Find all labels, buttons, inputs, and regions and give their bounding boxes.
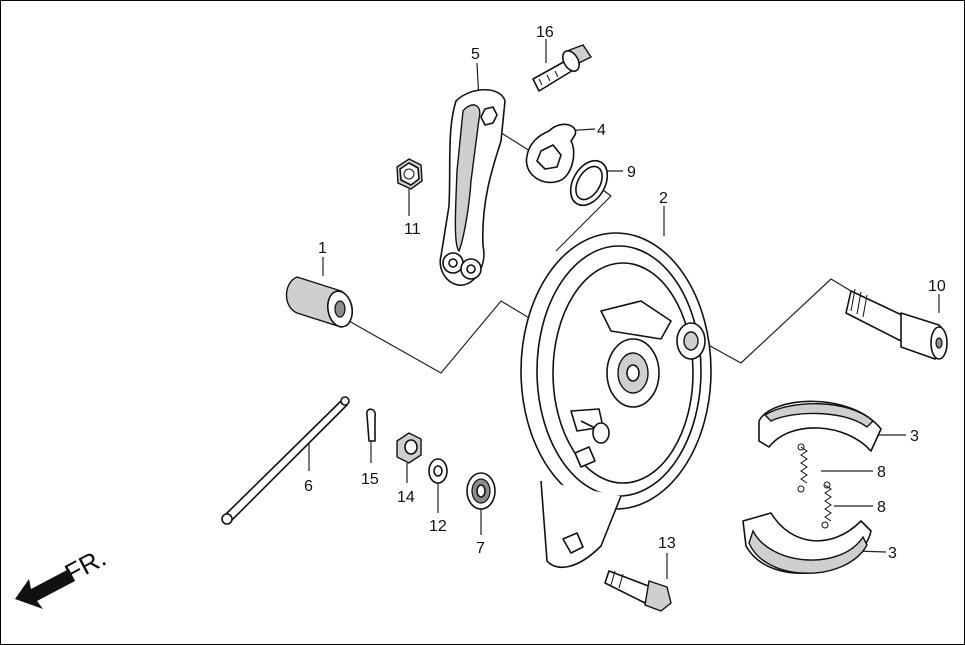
callout-15: 15 bbox=[361, 471, 379, 488]
collar-1 bbox=[285, 276, 354, 328]
callout-7: 7 bbox=[476, 540, 485, 557]
callout-3-upper: 3 bbox=[910, 428, 919, 445]
callout-16: 16 bbox=[536, 24, 554, 41]
cotter-pin-15 bbox=[366, 408, 376, 442]
o-ring-9 bbox=[569, 159, 609, 207]
washer-12 bbox=[428, 458, 448, 484]
bolt-16 bbox=[532, 44, 593, 92]
brake-rod-6 bbox=[221, 396, 350, 525]
callout-10: 10 bbox=[928, 278, 946, 295]
cam-shaft-10 bbox=[845, 288, 948, 360]
callout-1: 1 bbox=[318, 240, 327, 257]
spring-8-lower bbox=[821, 481, 832, 529]
brake-arm-5 bbox=[439, 89, 506, 286]
bearing-7 bbox=[466, 472, 496, 510]
brake-panel-2 bbox=[520, 232, 712, 568]
callout-2: 2 bbox=[659, 190, 668, 207]
callout-14: 14 bbox=[397, 489, 415, 506]
front-direction-arrow-icon bbox=[15, 569, 75, 609]
callout-labels: 1 2 3 3 4 5 6 7 8 8 9 10 11 12 13 14 15 … bbox=[304, 24, 946, 562]
spring-8-upper bbox=[797, 443, 808, 493]
callout-4: 4 bbox=[597, 122, 606, 139]
nut-11 bbox=[396, 158, 423, 190]
callout-11: 11 bbox=[404, 221, 421, 238]
callout-12: 12 bbox=[429, 518, 447, 535]
indicator-plate-4 bbox=[525, 123, 577, 184]
brake-shoe-3-upper bbox=[758, 400, 882, 452]
callout-8-lower: 8 bbox=[877, 499, 886, 516]
callout-6: 6 bbox=[304, 478, 313, 495]
nut-14 bbox=[396, 432, 422, 464]
callout-13: 13 bbox=[658, 535, 676, 552]
callout-5: 5 bbox=[471, 46, 480, 63]
callout-8-upper: 8 bbox=[877, 464, 886, 481]
pivot-bolt-13 bbox=[604, 570, 672, 612]
callout-3-lower: 3 bbox=[888, 545, 897, 562]
callout-9: 9 bbox=[627, 164, 636, 181]
brake-shoe-3-lower bbox=[742, 512, 872, 574]
